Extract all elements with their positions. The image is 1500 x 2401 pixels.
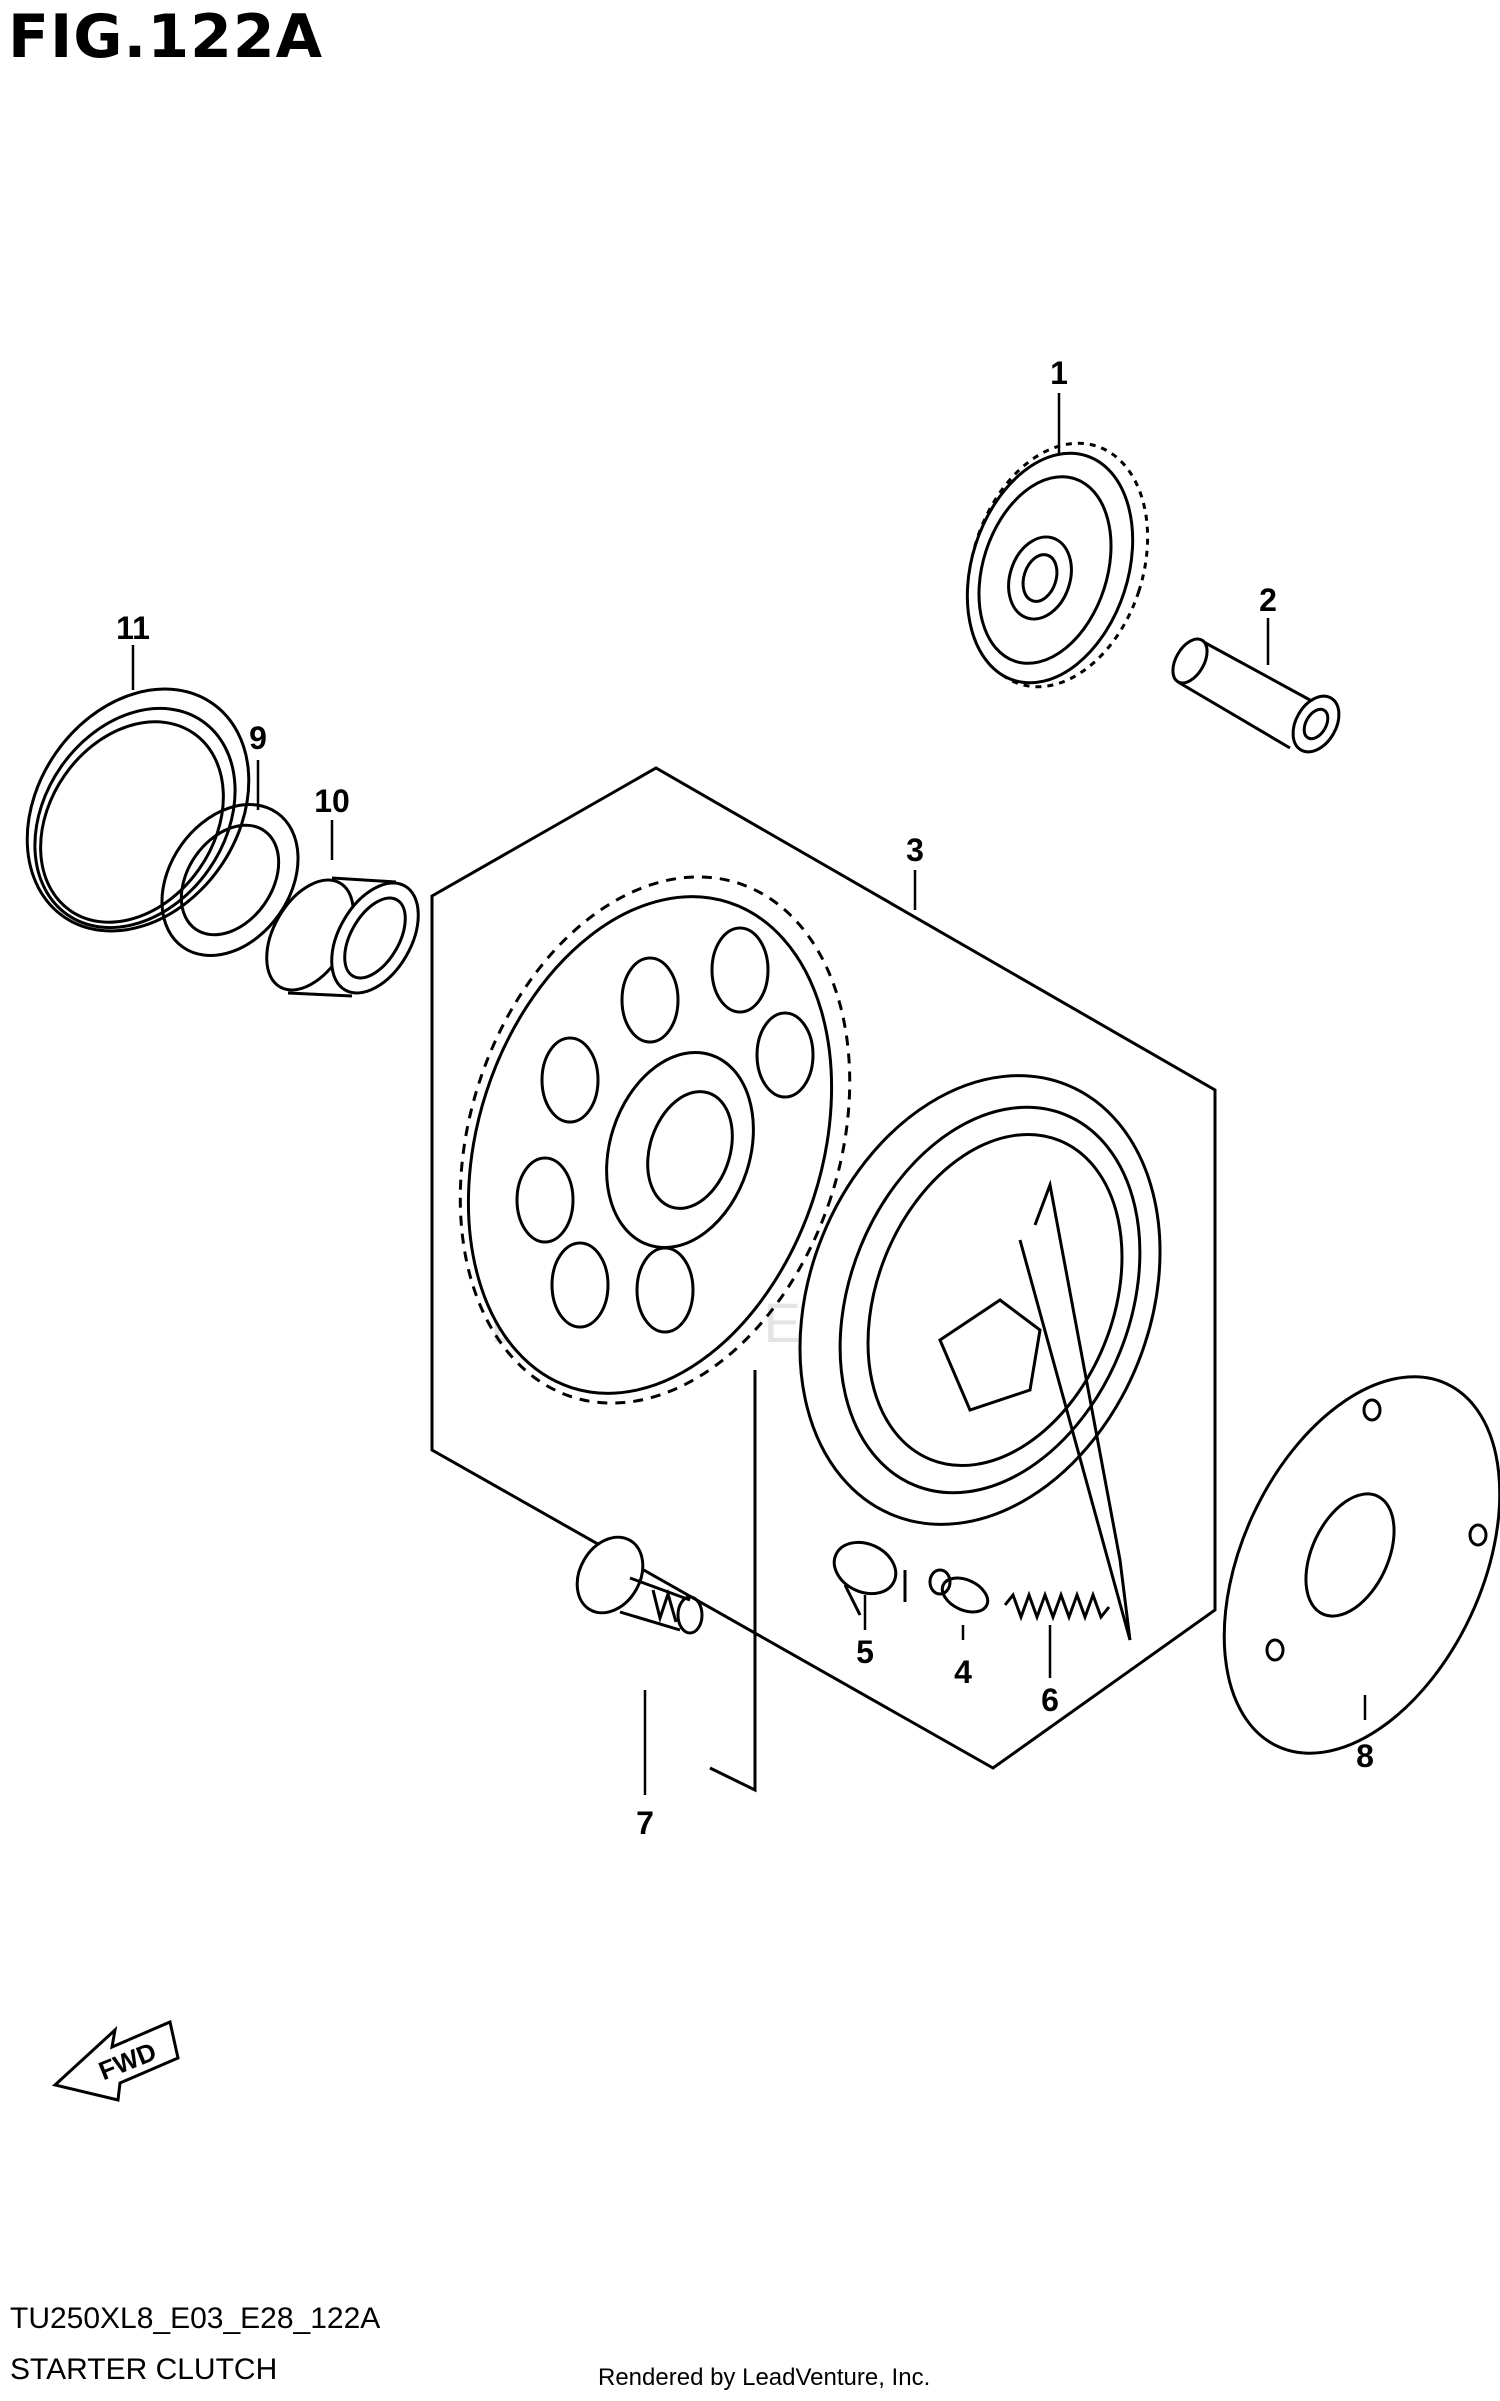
leader-lines: [131, 393, 1367, 1795]
assembly-group-outline: [430, 766, 1217, 1770]
part-6-spring[interactable]: [1003, 1590, 1111, 1622]
part-4-plunger[interactable]: [928, 1568, 993, 1619]
figure-title: FIG.122A: [8, 2, 324, 72]
part-8-plate[interactable]: [1169, 1333, 1500, 1797]
figure-name: STARTER CLUTCH: [10, 2353, 278, 2386]
callout-6[interactable]: 6: [1041, 1682, 1059, 1718]
part-7-bolt[interactable]: [564, 1370, 757, 1793]
part-10-bearing[interactable]: [249, 865, 436, 1008]
callout-7[interactable]: 7: [636, 1805, 654, 1841]
callout-8[interactable]: 8: [1356, 1738, 1374, 1774]
fwd-arrow: [51, 2019, 180, 2102]
callout-1[interactable]: 1: [1050, 355, 1068, 391]
part-5-roller[interactable]: [826, 1533, 907, 1616]
callout-2[interactable]: 2: [1259, 582, 1277, 618]
part-2-shaft[interactable]: [1166, 633, 1348, 760]
part-3-clutch-housing[interactable]: [735, 1021, 1224, 1641]
render-credit: Rendered by LeadVenture, Inc.: [598, 2364, 931, 2391]
callout-3[interactable]: 3: [906, 832, 924, 868]
part-3-large-gear[interactable]: [396, 826, 915, 1454]
figure-code: TU250XL8_E03_E28_122A: [10, 2302, 381, 2335]
part-11-ring[interactable]: [0, 646, 294, 974]
callout-4[interactable]: 4: [954, 1654, 972, 1690]
callout-11[interactable]: 11: [116, 610, 150, 646]
callout-10[interactable]: 10: [314, 783, 350, 819]
part-1-gear[interactable]: [939, 420, 1178, 710]
callout-5[interactable]: 5: [856, 1634, 874, 1670]
callout-9[interactable]: 9: [249, 720, 267, 756]
